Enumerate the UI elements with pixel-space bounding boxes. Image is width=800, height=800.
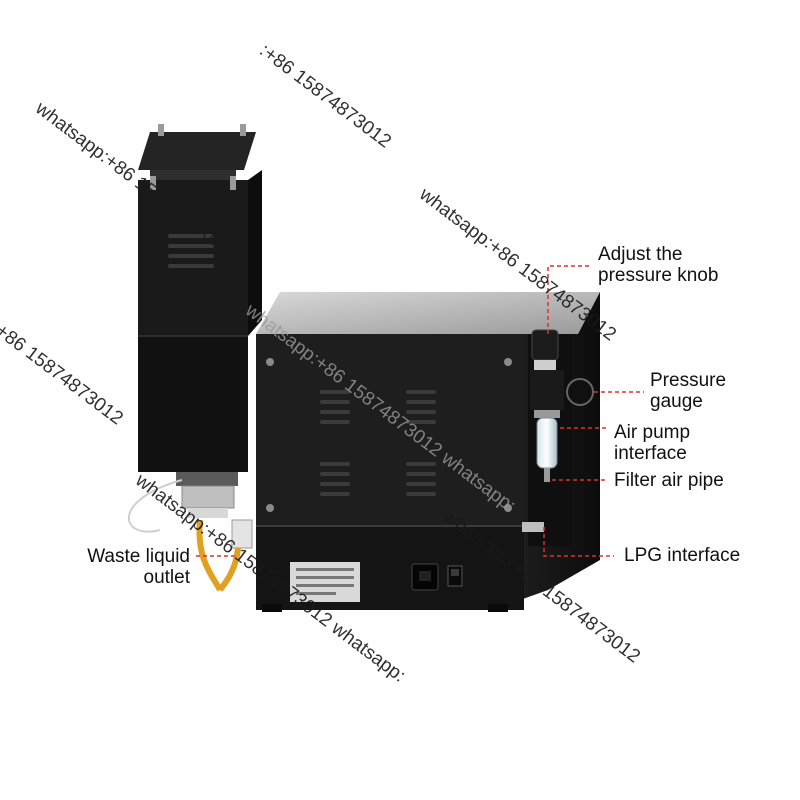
label-waste-liquid-outlet: Waste liquid outlet (64, 546, 190, 588)
label-pressure-gauge: Pressure gauge (650, 370, 726, 412)
label-air-pump-line1: Air pump (614, 422, 691, 443)
label-adjust-pressure-knob: Adjust the pressure knob (598, 244, 718, 286)
chassis-foot-right (488, 604, 508, 612)
pressure-gauge (566, 378, 594, 406)
pressure-regulator (522, 329, 594, 546)
pressure-knob (531, 329, 559, 361)
tower-top (138, 132, 256, 170)
label-adjust-pressure-knob-line1: Adjust the (598, 244, 683, 265)
label-waste-liquid-line1: Waste liquid (87, 546, 190, 567)
label-pressure-gauge-line1: Pressure (650, 370, 727, 391)
label-adjust-pressure-knob-line2: pressure knob (598, 265, 719, 286)
label-air-pump-interface: Air pump interface (614, 422, 690, 464)
lpg-fitting (522, 522, 544, 532)
chassis-front-panel (256, 334, 524, 526)
label-filter-air-pipe-text: Filter air pipe (614, 470, 724, 491)
nebulizer-assembly (127, 472, 253, 592)
label-filter-air-pipe: Filter air pipe (614, 470, 724, 491)
label-waste-liquid-line2: outlet (143, 567, 190, 588)
tower-lower-body (138, 336, 248, 472)
callout-line-pressure-knob (547, 265, 590, 334)
chassis-vents (320, 390, 436, 496)
label-pressure-gauge-line2: gauge (650, 391, 703, 412)
label-lpg-interface: LPG interface (624, 545, 740, 566)
callout-lines (196, 265, 644, 557)
waste-liquid-fitting (231, 519, 253, 549)
label-air-pump-line2: interface (614, 443, 687, 464)
filter-bowl (536, 417, 558, 469)
chassis-top-lid (256, 292, 600, 334)
burner-tower (138, 124, 262, 472)
chassis-foot-left (262, 604, 282, 612)
callout-line-lpg (543, 527, 614, 557)
label-lpg-interface-text: LPG interface (624, 545, 741, 566)
